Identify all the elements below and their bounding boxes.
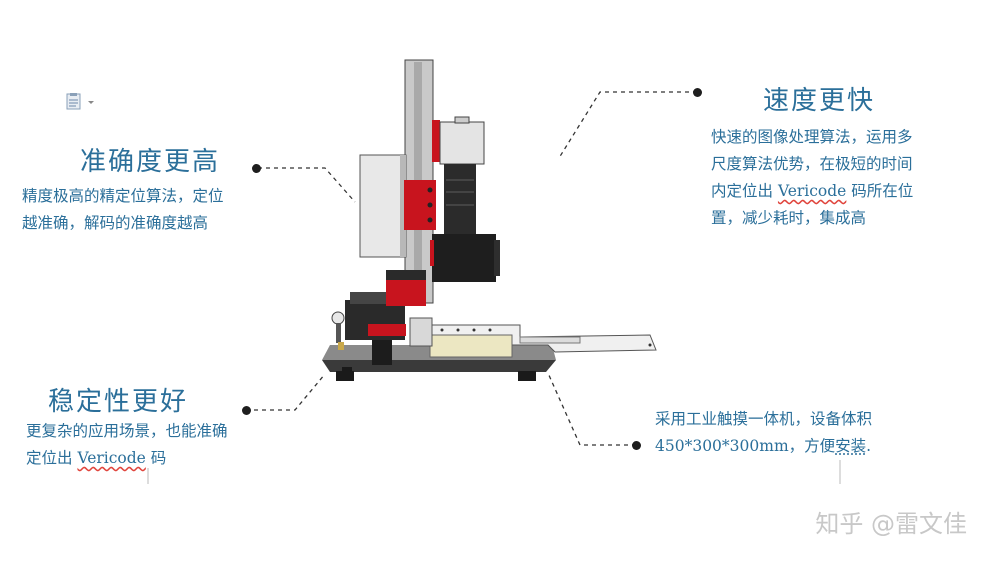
leader-line-accuracy xyxy=(258,167,356,203)
feature-desc-accuracy: 精度极高的精定位算法，定位 越准确，解码的准确度越高 xyxy=(22,183,224,237)
leader-line-stability xyxy=(246,373,326,411)
column-base-dark xyxy=(386,270,426,280)
vericode-word: Vericode xyxy=(77,449,146,467)
feature-title-stability: 稳定性更好 xyxy=(48,387,189,417)
brass-post xyxy=(338,342,344,350)
stage-side-block xyxy=(409,317,433,347)
desc-line: 越准确，解码的准确度越高 xyxy=(22,214,209,232)
watermark: 知乎 @雷文佳 xyxy=(815,510,967,538)
desc-line: 更复杂的应用场景，也能准确 xyxy=(26,422,228,440)
desc-line: 450*300*300mm，方便安装. xyxy=(655,433,872,460)
xy-stage-red xyxy=(368,324,406,336)
leader-dot-stability xyxy=(242,406,251,415)
leader-line-speed xyxy=(558,91,697,159)
light-red-edge xyxy=(430,240,434,266)
leader-dot-accuracy xyxy=(252,164,261,173)
desc-text-underlined: 安装 xyxy=(835,437,867,455)
desc-line: 置，减少耗时，集成高 xyxy=(711,209,867,227)
camera-body xyxy=(439,121,485,165)
desc-text: 定位出 xyxy=(26,449,78,467)
desc-line: 快速的图像处理算法，运用多 xyxy=(711,128,913,146)
feature-desc-size: 采用工业触摸一体机，设备体积 450*300*300mm，方便安装. xyxy=(655,406,872,460)
back-housing-shade xyxy=(400,155,406,257)
desc-text: . xyxy=(866,437,872,455)
slot xyxy=(519,336,581,344)
desc-line: 采用工业触摸一体机，设备体积 xyxy=(655,410,873,428)
desc-text: 码 xyxy=(145,449,167,467)
leader-line-size xyxy=(547,372,636,446)
knob-shaft xyxy=(336,323,341,343)
knob xyxy=(331,311,345,325)
light-housing xyxy=(432,234,496,282)
yellow-block xyxy=(429,334,513,358)
foot xyxy=(518,371,536,381)
foot xyxy=(336,371,354,381)
desc-line: 精度极高的精定位算法，定位 xyxy=(22,187,224,205)
leader-dot-speed xyxy=(693,88,702,97)
desc-text: 内定位出 xyxy=(711,182,778,200)
vericode-word: Vericode xyxy=(777,182,847,200)
column-base-block xyxy=(386,278,426,306)
feature-desc-speed: 快速的图像处理算法，运用多 尺度算法优势，在极短的时间 内定位出 Vericod… xyxy=(711,124,913,232)
desc-text: 450*300*300mm，方便 xyxy=(655,437,836,455)
lens xyxy=(444,164,476,234)
feature-title-accuracy: 准确度更高 xyxy=(80,147,221,177)
feature-desc-stability: 更复杂的应用场景，也能准确 定位出 Vericode 码 xyxy=(26,418,228,472)
desc-line: 内定位出 Vericode 码所在位 xyxy=(711,178,913,205)
paste-options-icon[interactable] xyxy=(66,93,98,111)
back-housing xyxy=(359,154,407,258)
camera-top xyxy=(454,116,470,124)
desc-line: 定位出 Vericode 码 xyxy=(26,445,228,472)
base-plate xyxy=(322,360,556,372)
light-housing-cap xyxy=(494,240,500,276)
leader-dot-size xyxy=(632,441,641,450)
foot xyxy=(342,367,352,372)
dark-slider xyxy=(372,340,392,365)
desc-line: 尺度算法优势，在极短的时间 xyxy=(711,155,913,173)
feature-title-speed: 速度更快 xyxy=(763,86,876,116)
desc-text: 码所在位 xyxy=(846,182,914,200)
camera-mount-red xyxy=(432,120,440,162)
